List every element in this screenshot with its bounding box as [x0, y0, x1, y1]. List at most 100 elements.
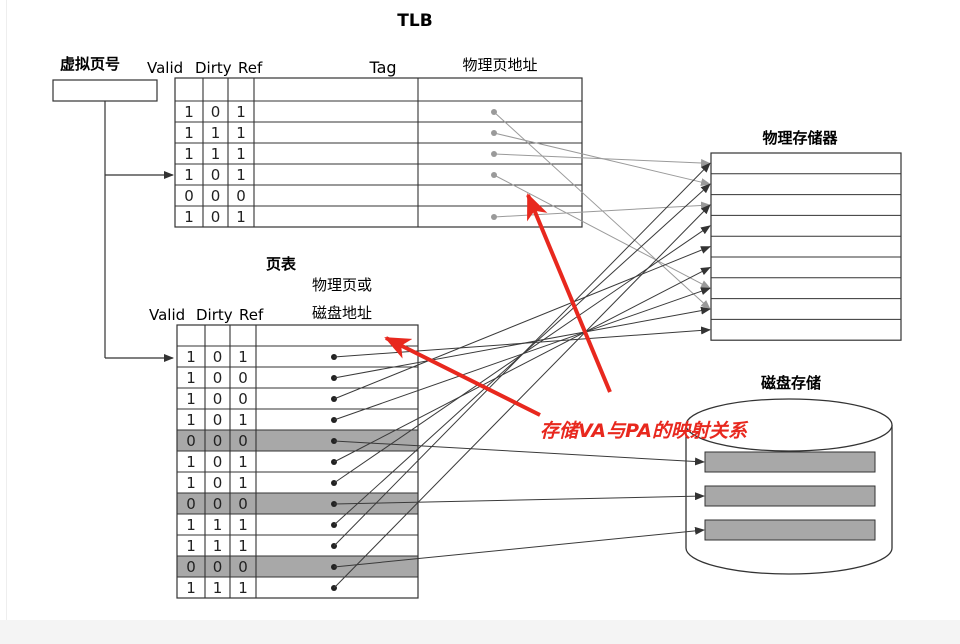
pt-cell: 0 [213, 432, 223, 450]
tlb-col-ref: Ref [238, 59, 263, 77]
pt-cell: 1 [238, 348, 248, 366]
pt-cell: 1 [238, 579, 248, 597]
pt-mapping-arrow [333, 266, 711, 463]
tlb-cell: 1 [236, 103, 246, 121]
pt-cell: 0 [213, 474, 223, 492]
callout-text: 存储VA与PA的映射关系 [540, 420, 749, 442]
page-table-title: 页表 [266, 255, 297, 273]
pt-cell: 0 [238, 369, 248, 387]
pt-col-addr-line1: 物理页或 [312, 276, 372, 294]
pt-mapping-arrow [333, 492, 705, 505]
pt-mapping-arrow [333, 306, 711, 379]
tlb-col-valid: Valid [147, 59, 183, 77]
vm-diagram: TLB 虚拟页号 Valid Dirty Ref Tag 物理页地址 物理存储器… [52, 11, 902, 599]
pt-cell: 1 [238, 516, 248, 534]
tlb-cell: 1 [236, 124, 246, 142]
tlb-to-memory-lines [493, 111, 711, 310]
pagetable-mapping-lines [333, 162, 711, 589]
pt-cell: 0 [213, 390, 223, 408]
tlb-cell: 1 [184, 145, 194, 163]
tlb-cell: 1 [236, 145, 246, 163]
pt-shaded-row [177, 556, 418, 577]
pt-cell: 1 [238, 474, 248, 492]
tlb-col-dirty: Dirty [195, 59, 232, 77]
pt-cell: 1 [213, 537, 223, 555]
pt-cell: 1 [186, 474, 196, 492]
tlb-cell: 1 [211, 145, 221, 163]
pt-cell: 0 [238, 390, 248, 408]
tlb-cell: 1 [184, 124, 194, 142]
pt-cell: 0 [213, 369, 223, 387]
tlb-cell: 1 [184, 208, 194, 226]
disk-block [704, 485, 876, 507]
pt-col-valid: Valid [149, 306, 185, 324]
pt-cell: 1 [186, 369, 196, 387]
pt-cell: 1 [213, 516, 223, 534]
tlb-cell: 1 [236, 166, 246, 184]
pt-cell: 1 [186, 348, 196, 366]
pt-cell: 0 [238, 495, 248, 513]
pt-cell: 1 [186, 516, 196, 534]
tlb-cell: 0 [211, 187, 221, 205]
pt-cell: 0 [238, 558, 248, 576]
pt-col-ref: Ref [239, 306, 264, 324]
pt-cell: 1 [238, 411, 248, 429]
pt-cell: 0 [213, 348, 223, 366]
bottom-bar [0, 620, 960, 644]
pt-cell: 0 [213, 495, 223, 513]
tlb-cell: 0 [211, 208, 221, 226]
disk-block [704, 451, 876, 473]
tlb-cell: 1 [211, 124, 221, 142]
tlb-cell: 1 [236, 208, 246, 226]
physical-memory-title: 物理存储器 [762, 129, 838, 147]
tlb-frame [174, 77, 583, 228]
tlb-title: TLB [397, 11, 432, 31]
tlb-col-tag: Tag [368, 58, 396, 77]
pt-cell: 0 [213, 558, 223, 576]
pt-frame [176, 324, 419, 599]
pt-cell: 1 [186, 453, 196, 471]
pt-cell: 0 [238, 432, 248, 450]
pt-mapping-arrow [333, 440, 705, 466]
disk-storage [685, 398, 893, 575]
pt-cell: 1 [238, 453, 248, 471]
pt-shaded-row [177, 430, 418, 451]
callout-arrow-tlb [526, 193, 612, 393]
pt-mapping-arrow [333, 526, 705, 568]
tlb-cell: 0 [184, 187, 194, 205]
memory-frame [710, 152, 902, 341]
tlb-cell: 0 [211, 166, 221, 184]
vpn-box [52, 79, 158, 102]
pt-cell: 1 [186, 537, 196, 555]
pt-shaded-row [177, 493, 418, 514]
tlb-mapping-arrow [493, 201, 711, 218]
pt-cell: 1 [186, 579, 196, 597]
tlb-cell: 0 [236, 187, 246, 205]
pt-col-addr-line2: 磁盘地址 [312, 304, 372, 322]
physical-memory [710, 152, 902, 341]
tlb-cell: 0 [211, 103, 221, 121]
pt-mapping-arrow [333, 246, 711, 400]
pt-col-dirty: Dirty [196, 306, 233, 324]
vpn-label: 虚拟页号 [60, 55, 120, 73]
left-edge-line [6, 0, 7, 620]
pt-cell: 1 [238, 537, 248, 555]
tlb-cell: 1 [184, 103, 194, 121]
pt-cell: 1 [186, 411, 196, 429]
tlb-cell: 1 [184, 166, 194, 184]
disk-title: 磁盘存储 [761, 374, 821, 392]
pt-cell: 1 [186, 390, 196, 408]
pt-cell: 1 [213, 579, 223, 597]
tlb-mapping-arrow [493, 153, 711, 168]
pt-mapping-arrow [333, 162, 711, 547]
tlb-mapping-arrow [493, 174, 711, 289]
pt-mapping-arrow [333, 204, 711, 589]
callout-arrow-pagetable [384, 336, 541, 417]
pt-cell: 0 [186, 432, 196, 450]
disk-block [704, 519, 876, 541]
pt-cell: 0 [213, 411, 223, 429]
tlb-col-ppn: 物理页地址 [462, 56, 537, 74]
